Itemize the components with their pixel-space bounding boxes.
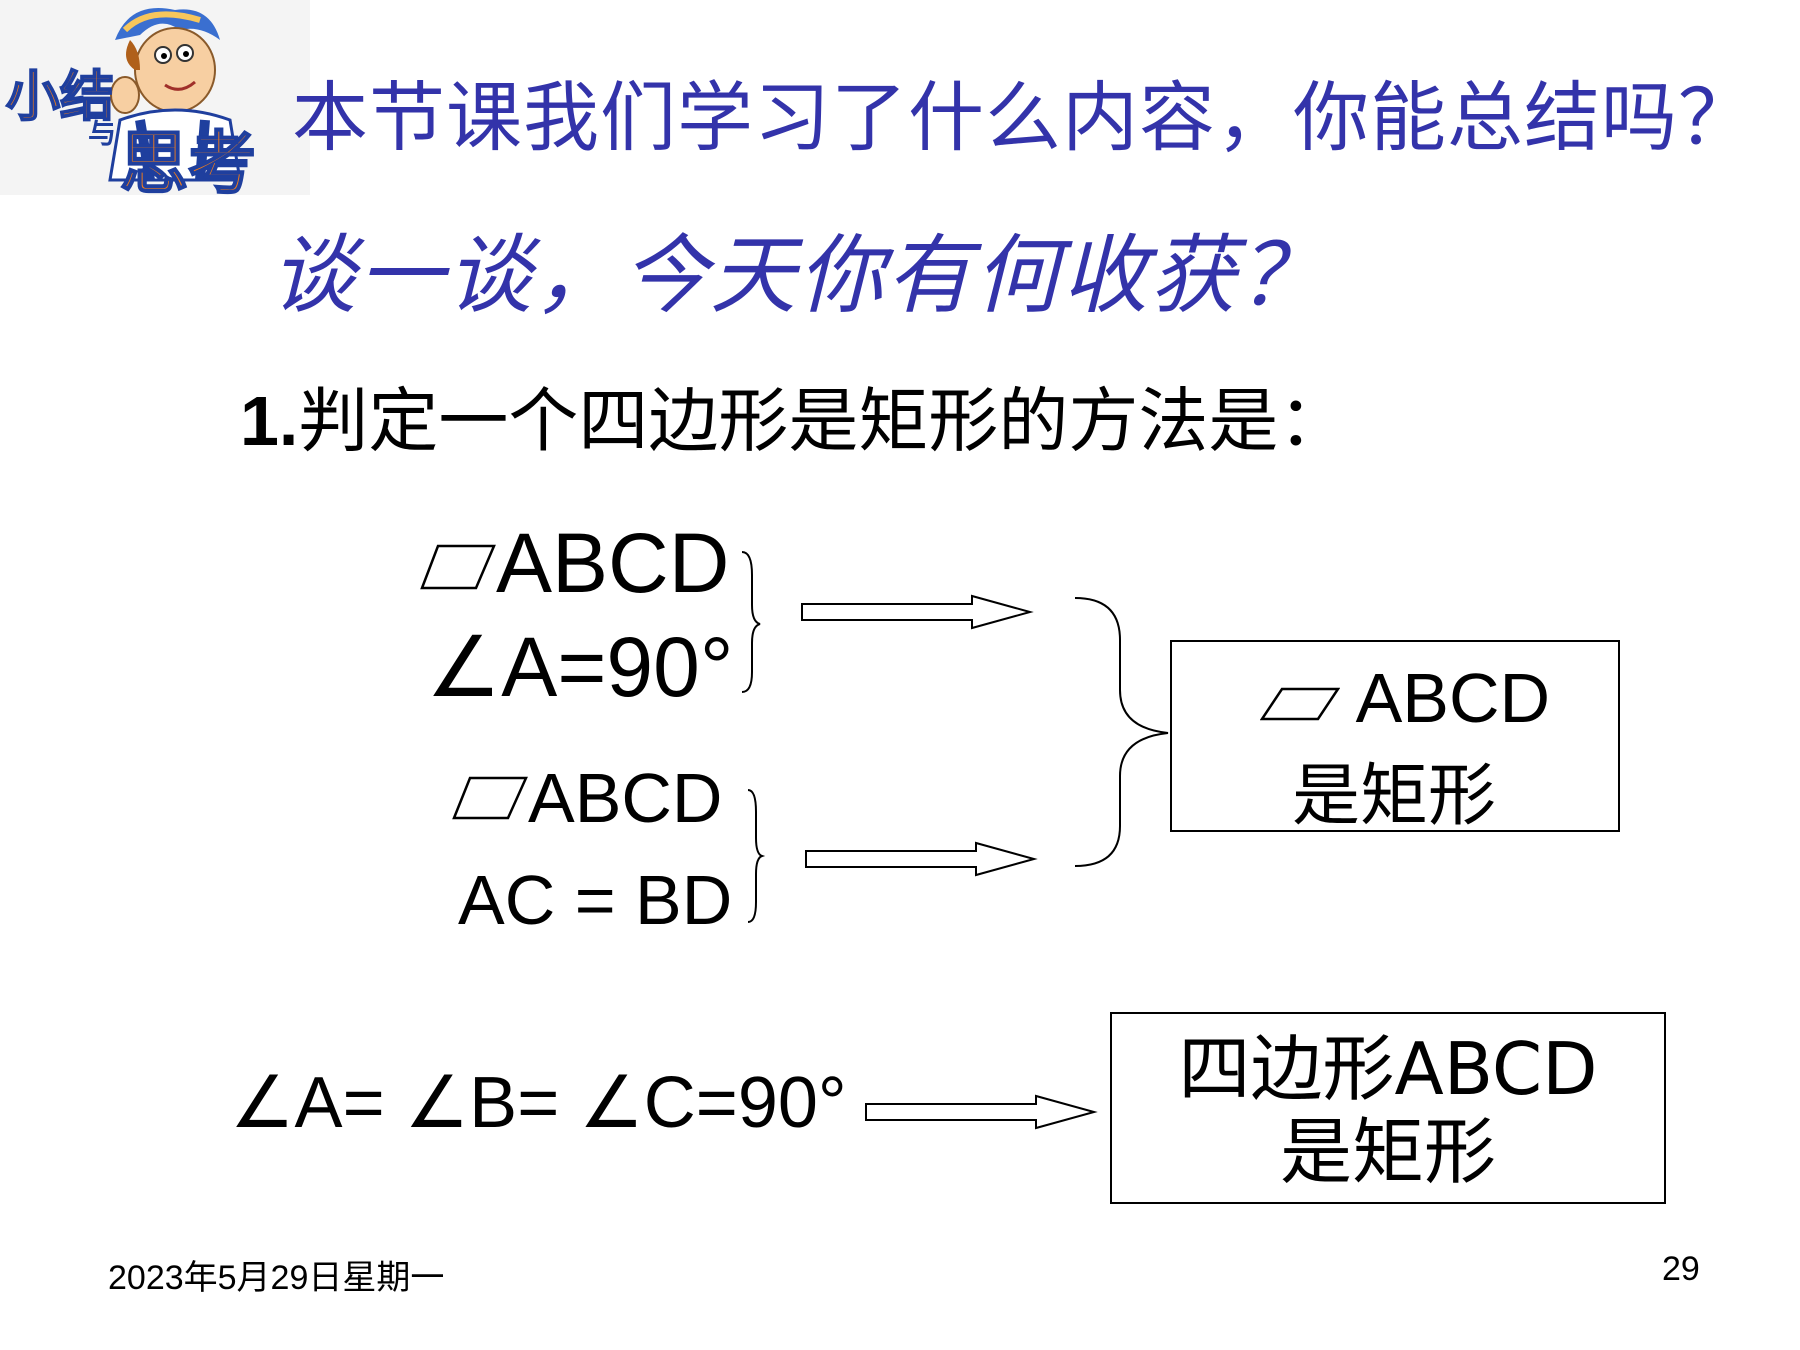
group1-angle: ∠A=90° [426, 620, 734, 714]
result-box-2: 四边形ABCD 是矩形 [1110, 1012, 1666, 1204]
cartoon-boy-icon [0, 0, 310, 195]
result2-line2: 是矩形 [1279, 1109, 1496, 1194]
result-box-1: ABCD 是矩形 [1170, 640, 1620, 836]
parallelogram-icon [420, 544, 496, 590]
logo: 小结 与 思考 [0, 0, 310, 205]
group2-line1: ABCD [452, 758, 722, 838]
result1-abcd: ABCD [1355, 659, 1551, 737]
group1-line1: ABCD [420, 515, 729, 612]
logo-text-mid: 与 [88, 117, 117, 150]
title-prompt: 谈一谈，今天你有何收获？ [270, 226, 1326, 326]
result1-line2: 是矩形 [1292, 757, 1497, 836]
title-question: 本节课我们学习了什么内容，你能总结吗？ [292, 73, 1755, 162]
condition3: ∠A= ∠B= ∠C=90° [230, 1063, 847, 1143]
arrow-2 [805, 841, 1038, 877]
page-number: 29 [1662, 1250, 1700, 1288]
section-heading: 1.判定一个四边形是矩形的方法是： [240, 365, 1348, 466]
brace-group1 [741, 551, 761, 693]
section-number: 1. [240, 382, 299, 460]
arrow-1 [801, 594, 1034, 630]
logo-text-1: 小结 [5, 64, 115, 129]
parallelogram-icon [1260, 687, 1340, 721]
brace-combine [1074, 597, 1169, 867]
section-text: 判定一个四边形是矩形的方法是： [298, 380, 1349, 462]
result2-line1: 四边形ABCD [1178, 1027, 1598, 1111]
arrow-3 [865, 1094, 1098, 1130]
logo-text-2: 思考 [119, 124, 257, 205]
parallelogram-icon [452, 776, 528, 820]
brace-group2 [747, 789, 766, 923]
group2-diagonals: AC = BD [458, 861, 733, 939]
footer-date: 2023年5月29日星期一 [108, 1259, 445, 1297]
group2-abcd: ABCD [528, 759, 723, 837]
result1-line1: ABCD [1260, 658, 1550, 738]
group1-abcd: ABCD [496, 516, 730, 610]
